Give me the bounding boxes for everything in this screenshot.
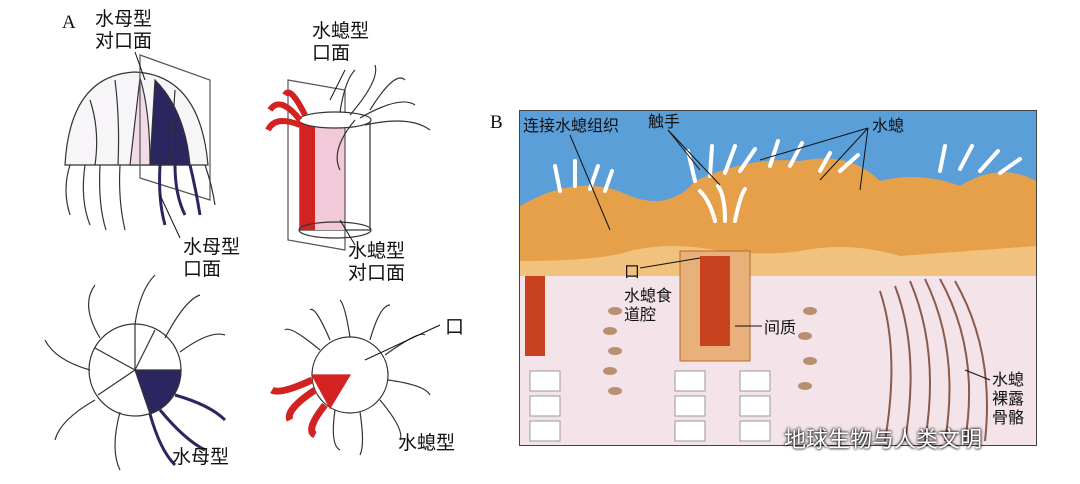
label-medusa-oral: 水母型 口面 bbox=[183, 236, 241, 280]
label-polyps: 水螅 bbox=[872, 116, 905, 135]
panel-b-letter: B bbox=[490, 112, 503, 133]
label-mouth-b: 口 bbox=[624, 262, 641, 281]
panel-a-illustrations bbox=[44, 54, 431, 471]
coral-cross-section bbox=[519, 110, 1037, 446]
coral-illustration bbox=[520, 111, 1036, 445]
polyp-cylinder-figure bbox=[265, 64, 431, 251]
label-polyp-aboral: 水螅型 对口面 bbox=[348, 240, 406, 284]
label-medusa-form: 水母型 bbox=[172, 446, 230, 468]
label-polyp-form: 水螅型 bbox=[398, 432, 456, 454]
label-tentacles: 触手 bbox=[648, 112, 681, 131]
label-mesoglea: 间质 bbox=[764, 318, 797, 337]
label-polyp-oral: 水螅型 口面 bbox=[312, 20, 370, 64]
medusa-dome-figure bbox=[64, 54, 216, 231]
label-bare-skeleton: 水螅 裸露 骨骼 bbox=[992, 370, 1025, 427]
watermark-text: 地球生物与人类文明 bbox=[784, 428, 983, 453]
label-coenosarc: 连接水螅组织 bbox=[523, 116, 620, 135]
label-mouth-a: 口 bbox=[445, 316, 465, 338]
label-gastric-cavity: 水螅食 道腔 bbox=[624, 286, 673, 324]
label-medusa-aboral: 水母型 对口面 bbox=[95, 8, 153, 52]
panel-a-letter: A bbox=[62, 12, 76, 33]
medusa-radial-figure bbox=[44, 274, 227, 471]
